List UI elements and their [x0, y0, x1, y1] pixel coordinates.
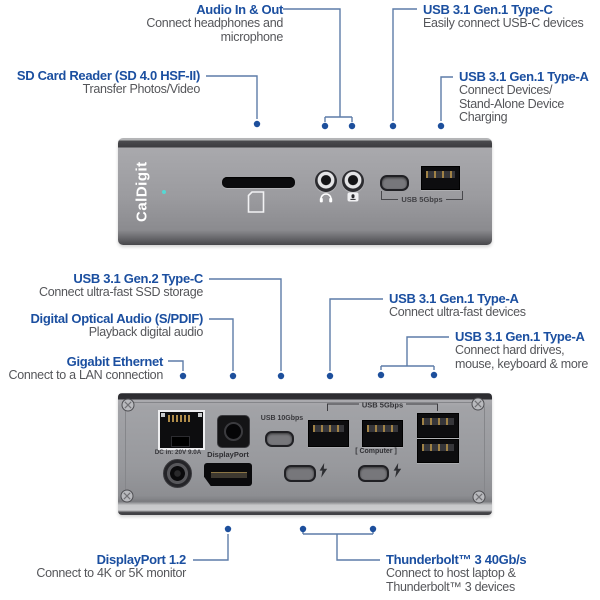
optical-audio-port — [217, 415, 250, 448]
usba-tab — [367, 425, 398, 432]
usba-tab — [426, 171, 455, 178]
mic-jack — [342, 170, 364, 192]
dc-power-connector — [163, 459, 192, 488]
callout-thunderbolt: Thunderbolt™ 3 40Gb/s Connect to host la… — [386, 552, 527, 594]
screw-bottom-left — [120, 489, 134, 503]
displayport-pins — [211, 472, 247, 478]
headphone-jack — [315, 170, 337, 192]
usb-5gbps-bracket-back: USB 5Gbps — [327, 401, 438, 411]
callout-usba-rear1: USB 3.1 Gen.1 Type-A Connect ultra-fast … — [389, 291, 526, 320]
callout-usbc-front: USB 3.1 Gen.1 Type-C Easily connect USB-… — [423, 2, 584, 31]
dock-front-view: CalDigit USB 5Gbps — [118, 138, 492, 245]
callout-usbc-rear-title: USB 3.1 Gen.2 Type-C — [73, 271, 203, 286]
callout-spdif: Digital Optical Audio (S/PDIF) Playback … — [30, 311, 203, 340]
callout-usba-rear2-desc: Connect hard drives, mouse, keyboard & m… — [455, 343, 589, 371]
callout-ethernet-title: Gigabit Ethernet — [66, 354, 164, 369]
thunderbolt-port-1 — [284, 465, 316, 482]
callout-ethernet: Gigabit Ethernet Connect to a LAN connec… — [8, 354, 163, 383]
callout-usbc-front-title: USB 3.1 Gen.1 Type-C — [423, 2, 553, 17]
callout-spdif-title: Digital Optical Audio (S/PDIF) — [30, 311, 203, 326]
dc-in-label: DC in: 20V 9.0A — [154, 449, 202, 456]
callout-audio-title: Audio In & Out — [196, 2, 283, 17]
headphone-icon — [319, 193, 333, 203]
usba-tab — [422, 444, 454, 451]
usba-5gbps-port-2 — [362, 420, 403, 447]
callout-audio-desc: Connect headphones and microphone — [146, 16, 283, 44]
sd-card-slot — [222, 177, 295, 188]
callout-thunderbolt-desc: Connect to host laptop & Thunderbolt™ 3 … — [386, 566, 516, 594]
callout-usba-rear1-desc: Connect ultra-fast devices — [389, 305, 526, 319]
optical-hole — [224, 422, 243, 441]
ethernet-pins — [168, 415, 191, 422]
screw-top-right — [471, 397, 485, 411]
usba-port-stack-bottom — [417, 439, 459, 463]
callout-spdif-desc: Playback digital audio — [88, 325, 204, 339]
callout-usbc-rear: USB 3.1 Gen.2 Type-C Connect ultra-fast … — [39, 271, 203, 300]
callout-sd: SD Card Reader (SD 4.0 HSF-II) Transfer … — [17, 68, 200, 97]
ethernet-clip — [171, 436, 190, 447]
power-led — [162, 190, 166, 194]
callout-usba-front-desc: Connect Devices/ Stand-Alone Device Char… — [459, 83, 565, 124]
callout-sd-title: SD Card Reader (SD 4.0 HSF-II) — [16, 68, 200, 83]
callout-usbc-rear-desc: Connect ultra-fast SSD storage — [39, 285, 203, 299]
usba-tab — [422, 418, 454, 425]
ethernet-led-left — [161, 413, 165, 417]
usbc-port-front — [380, 175, 409, 191]
callout-usbc-front-desc: Easily connect USB-C devices — [423, 16, 584, 30]
usba-tab — [313, 425, 344, 432]
ethernet-port — [158, 410, 205, 450]
callout-usba-rear2-title: USB 3.1 Gen.1 Type-A — [455, 329, 585, 344]
callout-displayport-title: DisplayPort 1.2 — [96, 552, 187, 567]
thunderbolt-port-2-computer — [358, 465, 389, 482]
usb10-label: USB 10Gbps — [260, 415, 304, 422]
screw-bottom-right — [472, 490, 486, 504]
callout-ethernet-desc: Connect to a LAN connection — [8, 368, 163, 382]
screw-top-left — [121, 398, 135, 412]
usb-5gbps-label-back: USB 5Gbps — [362, 401, 403, 410]
brand-logo: CalDigit — [133, 161, 151, 223]
usba-port-front — [421, 166, 460, 190]
dock-back-view: USB 10Gbps USB 5Gbps DC in: 20V 9.0A Dis… — [118, 393, 492, 515]
usba-5gbps-port-1 — [308, 420, 349, 447]
thunderbolt-icon-2 — [393, 463, 402, 478]
back-panel-face — [125, 402, 485, 499]
displayport-label: DisplayPort — [207, 450, 249, 459]
sd-card-icon — [247, 191, 265, 213]
ethernet-led-right — [198, 413, 202, 417]
callout-usba-rear1-title: USB 3.1 Gen.1 Type-A — [389, 291, 519, 306]
usb-5gbps-label-front: USB 5Gbps — [401, 195, 442, 204]
callout-displayport-desc: Connect to 4K or 5K monitor — [36, 566, 186, 580]
usba-port-stack-top — [417, 413, 459, 438]
callout-usba-front-title: USB 3.1 Gen.1 Type-A — [459, 69, 589, 84]
mic-in-icon — [347, 192, 359, 202]
computer-label: [ Computer ] — [355, 448, 397, 455]
callout-displayport: DisplayPort 1.2 Connect to 4K or 5K moni… — [36, 552, 186, 581]
displayport-connector — [204, 463, 252, 486]
callout-sd-desc: Transfer Photos/Video — [82, 82, 201, 96]
callout-usba-front: USB 3.1 Gen.1 Type-A Connect Devices/ St… — [459, 69, 589, 125]
callout-usba-rear2: USB 3.1 Gen.1 Type-A Connect hard drives… — [455, 329, 588, 371]
thunderbolt-icon-1 — [319, 463, 328, 478]
callout-thunderbolt-title: Thunderbolt™ 3 40Gb/s — [386, 552, 527, 567]
callout-audio: Audio In & Out Connect headphones and mi… — [146, 2, 283, 44]
usbc-10gbps-port — [265, 431, 294, 447]
usb-5gbps-bracket-front: USB 5Gbps — [381, 191, 463, 204]
